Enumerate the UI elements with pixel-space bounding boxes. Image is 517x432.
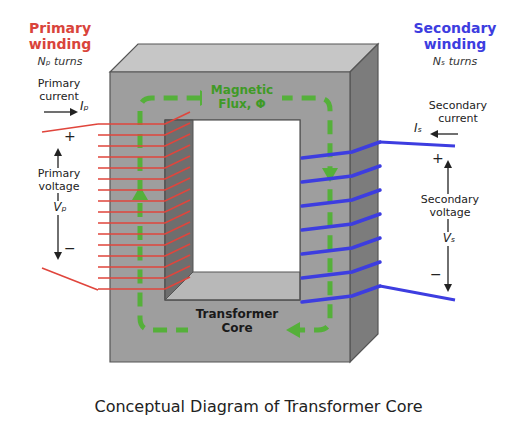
coil-turn <box>302 214 380 230</box>
turns-label: Nₛ turns <box>425 56 485 69</box>
polarity-sign: + <box>64 128 78 144</box>
current-symbol: Iₛ <box>414 122 430 136</box>
core-top-face <box>110 44 378 72</box>
voltage-label: Secondary voltage <box>412 194 488 219</box>
coil-turn <box>98 112 190 124</box>
flux-label: Magnetic Flux, Φ <box>202 84 282 112</box>
turns-label: Nₚ turns <box>30 56 90 69</box>
coil-turn <box>98 178 190 190</box>
core-label: Transformer Core <box>188 308 286 336</box>
polarity-sign: − <box>430 266 444 282</box>
coil-turn <box>302 286 380 302</box>
coil-turn <box>98 266 190 278</box>
coil-turn <box>302 262 380 278</box>
voltage-symbol: Vₚ <box>50 201 70 215</box>
flux-arrow <box>132 186 148 200</box>
coil-turn <box>98 145 190 157</box>
primary-coil <box>98 112 190 289</box>
flux-arrow <box>286 322 300 338</box>
coil-turn <box>98 167 190 179</box>
coil-turn <box>302 190 380 206</box>
secondary-lead <box>380 286 455 300</box>
secondary-coil <box>302 142 380 302</box>
coil-turn <box>98 123 190 135</box>
coil-turn <box>98 156 190 168</box>
current-arrow <box>432 133 458 134</box>
voltage-label: Primary voltage <box>24 168 94 193</box>
polarity-sign: + <box>432 150 446 166</box>
coil-turn <box>302 238 380 254</box>
primary-lead <box>42 268 98 290</box>
polarity-sign: − <box>64 240 78 256</box>
core-front-face <box>110 72 350 362</box>
current-label: Secondary current <box>418 100 498 125</box>
coil-turn <box>98 244 190 256</box>
coil-turn <box>98 134 190 146</box>
secondary-lead <box>380 142 455 146</box>
core-side-face <box>350 44 378 362</box>
current-symbol: Iₚ <box>80 100 100 114</box>
winding-title: Primary winding <box>22 20 98 52</box>
current-arrow <box>44 111 76 112</box>
coil-turn <box>98 277 190 289</box>
winding-title: Secondary winding <box>400 20 510 52</box>
voltage-symbol: Vₛ <box>439 232 459 246</box>
coil-turn <box>98 200 190 212</box>
coil-turn <box>98 233 190 245</box>
coil-turn <box>98 255 190 267</box>
coil-turn <box>98 211 190 223</box>
coil-turn <box>98 189 190 201</box>
coil-turn <box>98 222 190 234</box>
core-inner-floor <box>165 272 300 300</box>
coil-turn <box>302 142 380 158</box>
caption: Conceptual Diagram of Transformer Core <box>0 398 517 416</box>
coil-turn <box>302 166 380 182</box>
